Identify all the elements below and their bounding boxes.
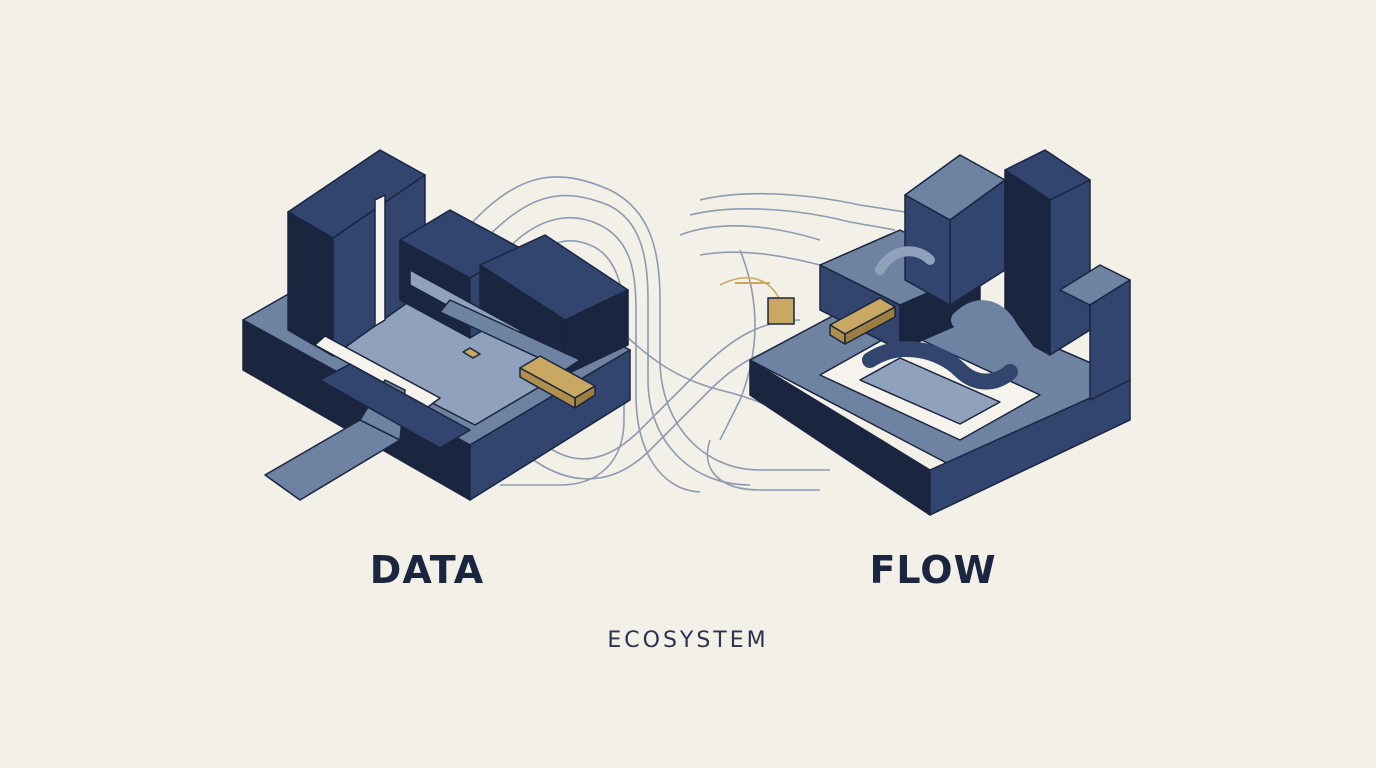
left-block — [242, 149, 631, 501]
wire — [479, 194, 751, 486]
wire — [519, 319, 801, 460]
wire — [699, 192, 906, 213]
ecosystem-label: ECOSYSTEM — [607, 628, 769, 653]
right-block — [749, 149, 1131, 516]
wire — [706, 439, 820, 491]
wire — [719, 276, 781, 301]
wire — [719, 249, 756, 441]
data-label: DATA — [369, 548, 485, 592]
wire — [469, 176, 830, 471]
wire — [489, 216, 701, 493]
wire — [689, 208, 896, 231]
pipe — [951, 300, 1034, 359]
pipe — [862, 341, 1018, 390]
pipe — [875, 246, 935, 275]
wire — [699, 251, 821, 266]
flow-label: FLOW — [869, 548, 997, 592]
wire — [679, 225, 821, 241]
